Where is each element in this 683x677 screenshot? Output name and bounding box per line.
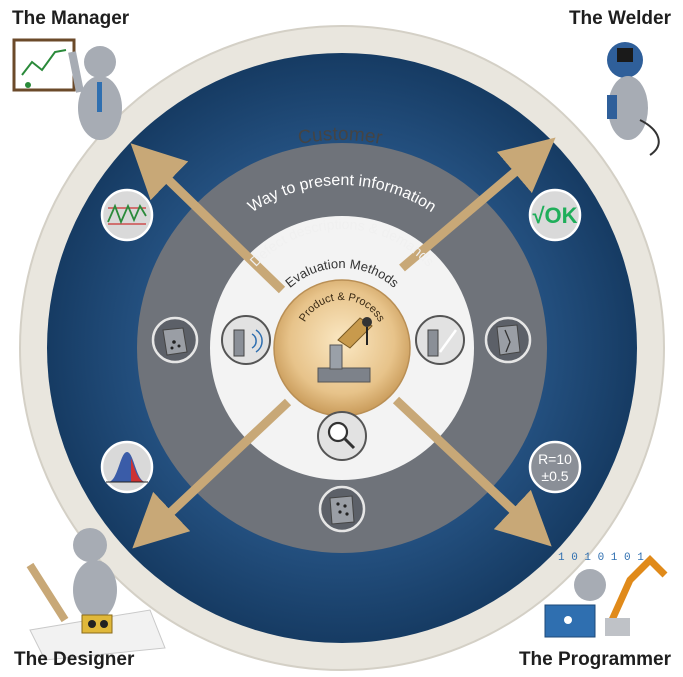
distribution-curve-icon — [100, 440, 154, 494]
welder-figure — [607, 42, 660, 156]
defect-sample-icon — [318, 485, 366, 533]
programmer-label: The Programmer — [518, 649, 671, 670]
ok-check-icon: √OK — [528, 188, 582, 242]
ultrasonic-icon — [221, 315, 271, 365]
designer-figure — [26, 528, 166, 661]
designer-label: The Designer — [14, 649, 135, 670]
crack-block-icon — [484, 316, 532, 364]
arrow-to-welder — [399, 137, 556, 272]
porous-block-icon — [151, 316, 199, 364]
arrow-to-manager — [130, 143, 286, 294]
tolerance-range-text: ±0.5 — [541, 468, 568, 484]
arrow-to-designer — [132, 398, 292, 549]
ok-badge-text: √OK — [532, 203, 577, 228]
line-chart-icon — [100, 188, 154, 242]
tolerance-icon: R=10 ±0.5 — [528, 440, 582, 494]
programmer-figure: 1 0 1 0 1 0 1 — [544, 552, 668, 638]
manager-figure — [12, 38, 122, 140]
magnifier-icon — [317, 411, 367, 461]
welder-label: The Welder — [568, 8, 671, 29]
arrow-to-programmer — [392, 396, 552, 547]
manager-label: The Manager — [12, 8, 130, 29]
radiography-icon — [415, 315, 465, 365]
binary-decoration: 1 0 1 0 1 0 1 — [558, 552, 644, 564]
welding-robot-icon — [317, 317, 373, 383]
tolerance-radius-text: R=10 — [538, 451, 572, 467]
